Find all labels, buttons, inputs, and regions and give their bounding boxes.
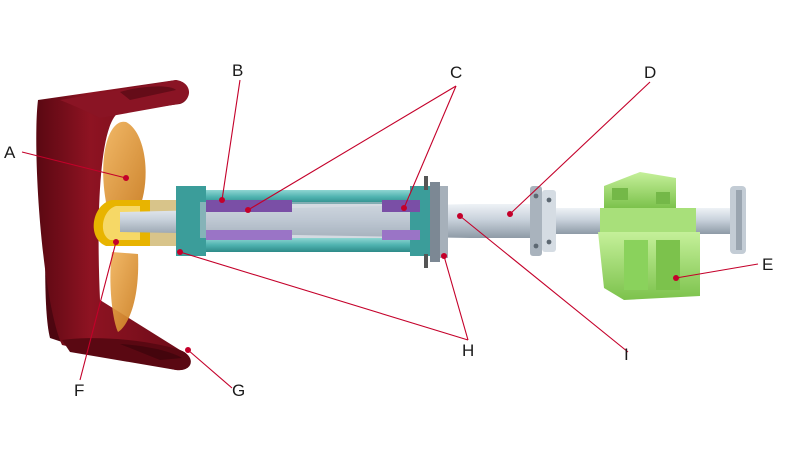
- label-i: I: [624, 345, 629, 364]
- label-g: G: [232, 381, 245, 400]
- end-flange: [730, 186, 746, 254]
- leader-lines: [21, 79, 759, 389]
- shaft-coupling: [530, 186, 556, 256]
- label-d: D: [644, 63, 656, 82]
- leader-dots: [113, 175, 679, 353]
- thrust-block: [598, 172, 700, 300]
- inboard-seal: [424, 176, 448, 268]
- label-c: C: [450, 63, 462, 82]
- propeller: [103, 121, 146, 332]
- nozzle: [36, 80, 191, 371]
- label-f: F: [74, 381, 84, 400]
- label-h: H: [462, 341, 474, 360]
- label-b: B: [232, 61, 243, 80]
- label-a: A: [4, 143, 16, 162]
- label-e: E: [762, 255, 773, 274]
- stern-tube: [176, 186, 440, 256]
- bearings: [206, 200, 420, 240]
